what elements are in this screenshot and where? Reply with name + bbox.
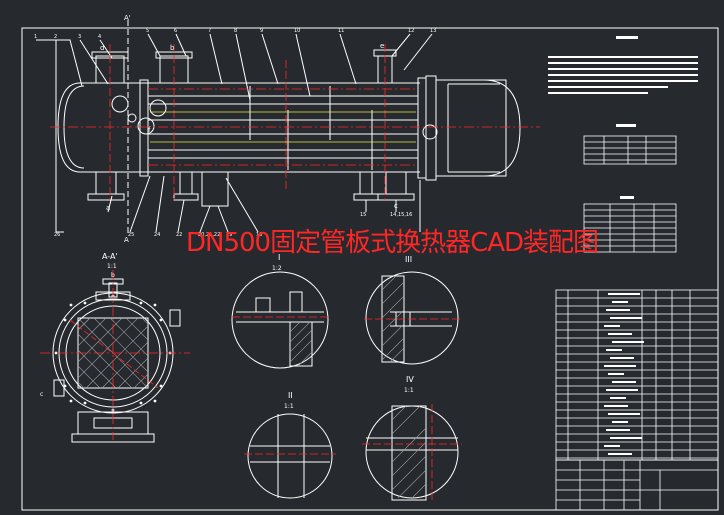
svg-text:15: 15 xyxy=(360,212,366,218)
detail-i-label: I xyxy=(278,253,280,262)
detail-i-scale: 1:2 xyxy=(272,265,282,272)
svg-text:6: 6 xyxy=(174,28,177,34)
svg-text:12: 12 xyxy=(408,28,414,34)
svg-text:5: 5 xyxy=(146,28,149,34)
nozzle-label-b: b xyxy=(170,44,175,52)
bom-row-text xyxy=(608,413,640,415)
bom-row-text xyxy=(610,397,626,399)
svg-text:9: 9 xyxy=(260,28,263,34)
detail-iii-label: III xyxy=(405,255,412,264)
bom-row-text xyxy=(606,309,630,311)
bom-row-text xyxy=(606,349,622,351)
svg-text:4: 4 xyxy=(98,34,101,40)
detail-iii-view xyxy=(365,271,459,365)
svg-text:18: 18 xyxy=(256,232,262,238)
bom-row-text xyxy=(604,405,628,407)
bom-row-text xyxy=(612,421,628,423)
bom-row-text xyxy=(604,445,620,447)
svg-text:1: 1 xyxy=(34,34,37,40)
detail-iii-hatch xyxy=(381,275,405,363)
svg-text:20,21,22: 20,21,22 xyxy=(198,232,220,238)
bom-row-text xyxy=(608,373,624,375)
bom-row-text xyxy=(608,293,640,295)
svg-text:19: 19 xyxy=(226,232,232,238)
elevation-yellow-tubes xyxy=(150,111,416,143)
bom-row-text xyxy=(606,389,638,391)
detail-iv-hatch xyxy=(391,405,427,499)
main-elevation-view xyxy=(36,20,521,236)
bom-row-text xyxy=(610,317,642,319)
svg-text:7: 7 xyxy=(208,28,211,34)
nozzle-label-d: d xyxy=(100,44,104,52)
section-aa-label: A-A' xyxy=(102,252,118,261)
detail-i-hatch xyxy=(289,321,313,367)
detail-iv-label: IV xyxy=(406,375,414,384)
bom-row-text xyxy=(612,381,636,383)
detail-ii-view xyxy=(247,413,333,499)
svg-text:26: 26 xyxy=(54,232,60,238)
bom-row-text xyxy=(608,453,632,455)
nozzle-label-c: c xyxy=(394,202,398,210)
bom-row-text xyxy=(606,429,630,431)
bom-row-text xyxy=(604,365,636,367)
design-data-table xyxy=(583,196,677,253)
detail-iv-centerlines xyxy=(362,404,462,500)
bom-row-text xyxy=(604,325,620,327)
drawing-title: DN500固定管板式换热器CAD装配图 xyxy=(186,228,599,258)
bill-of-materials xyxy=(555,289,719,461)
drawing-frame xyxy=(21,27,719,511)
detail-ii-label: II xyxy=(288,391,293,400)
elevation-centerlines xyxy=(50,44,540,200)
svg-text:2: 2 xyxy=(54,34,57,40)
technical-requirements-block xyxy=(548,36,698,94)
section-aa-nozzle-c: c xyxy=(40,391,43,398)
svg-text:24: 24 xyxy=(154,232,160,238)
detail-iv-scale: 1:1 xyxy=(404,387,414,394)
svg-text:22: 22 xyxy=(176,232,182,238)
svg-text:3: 3 xyxy=(78,34,81,40)
title-block xyxy=(555,459,719,511)
nozzle-label-a: a xyxy=(106,204,110,212)
bom-row-text xyxy=(608,333,632,335)
bom-row-text xyxy=(610,357,634,359)
svg-text:25: 25 xyxy=(128,232,134,238)
svg-text:10: 10 xyxy=(294,28,300,34)
svg-text:8: 8 xyxy=(234,28,237,34)
section-aa-view xyxy=(52,278,181,443)
detail-ii-scale: 1:1 xyxy=(284,403,294,410)
section-aa-nozzle-b: b xyxy=(111,272,115,279)
bom-row-text xyxy=(612,301,628,303)
detail-iv-view xyxy=(365,405,459,501)
bom-text-marks xyxy=(604,293,644,455)
svg-text:11: 11 xyxy=(338,28,344,34)
bom-row-text xyxy=(610,437,642,439)
nozzle-label-e: e xyxy=(380,42,384,50)
bom-row-text xyxy=(612,341,644,343)
nozzle-label-f: f xyxy=(148,126,151,134)
section-aa-scale: 1:1 xyxy=(107,263,117,270)
svg-text:13: 13 xyxy=(430,28,436,34)
nozzle-table xyxy=(583,124,677,165)
svg-text:14,15,16: 14,15,16 xyxy=(390,212,412,218)
section-label-bottom: A xyxy=(124,236,129,244)
section-aa-centerlines xyxy=(40,270,190,440)
section-label-top: A' xyxy=(124,14,131,22)
detail-i-view xyxy=(231,271,329,369)
